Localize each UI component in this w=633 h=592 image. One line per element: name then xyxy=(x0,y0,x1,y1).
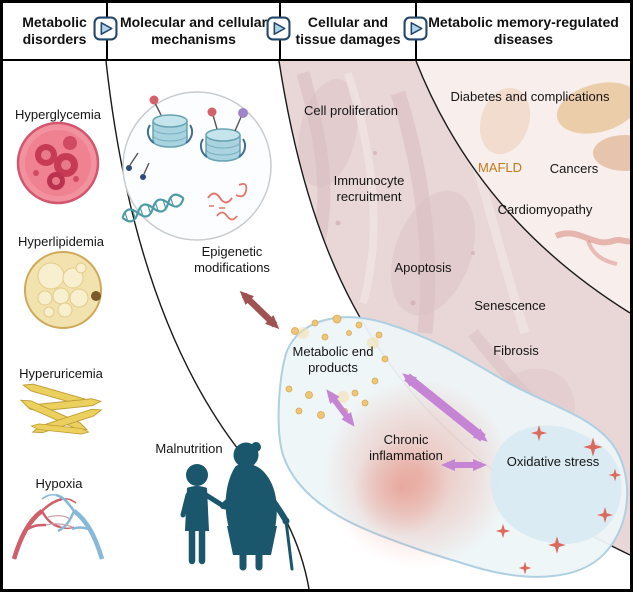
epigenetics-illustration xyxy=(121,91,272,241)
nucleosome-icon xyxy=(146,114,194,148)
oxidative-stress-blob xyxy=(490,425,622,545)
flow-arrow-icon xyxy=(93,16,118,41)
flow-arrow-icon xyxy=(266,16,291,41)
cell-blob xyxy=(277,314,629,578)
label-oxidative-stress: Oxidative stress xyxy=(506,454,600,469)
label-hypoxia: Hypoxia xyxy=(35,476,83,491)
mep-inflammation-arrow xyxy=(326,389,355,427)
methyl-mark-icon xyxy=(207,107,217,117)
label-mafld: MAFLD xyxy=(477,160,523,175)
label-cell-proliferation: Cell proliferation xyxy=(304,103,398,118)
label-apoptosis: Apoptosis xyxy=(394,260,452,275)
label-cardiomyopathy: Cardiomyopathy xyxy=(497,202,593,217)
label-hyperlipidemia: Hyperlipidemia xyxy=(18,234,104,249)
epigenetic-mep-arrow xyxy=(239,290,280,330)
disease-region xyxy=(416,61,630,313)
label-immunocyte-recruitment: Immunocyte recruitment xyxy=(333,173,405,204)
blood-vessels-icon xyxy=(11,493,105,560)
dna-mark-icon xyxy=(126,165,132,171)
label-hyperuricemia: Hyperuricemia xyxy=(19,366,103,381)
organ-illustrations xyxy=(479,82,630,313)
dna-mark-icon xyxy=(140,174,146,180)
label-metabolic-end-products: Metabolic end products xyxy=(292,344,374,375)
header-col-damages: Cellular and tissue damages xyxy=(279,3,415,59)
label-epigenetic-modifications: Epigenetic modifications xyxy=(194,244,270,275)
nucleosome-icon xyxy=(199,128,247,162)
urate-crystals-icon xyxy=(19,381,103,436)
methyl-mark-stems xyxy=(129,102,242,175)
label-diabetes-and-complications: Diabetes and complications xyxy=(450,89,610,104)
label-malnutrition: Malnutrition xyxy=(155,441,223,456)
rna-squiggle-icon xyxy=(207,182,248,221)
label-hyperglycemia: Hyperglycemia xyxy=(15,107,101,122)
mep-oxidative-arrow xyxy=(402,373,488,442)
inflammation-glow xyxy=(353,440,449,536)
label-senescence: Senescence xyxy=(474,298,546,313)
methyl-mark-icon xyxy=(149,95,159,105)
acetyl-mark-icon xyxy=(238,108,248,118)
adipocyte-icon xyxy=(24,251,102,329)
dna-helix-icon xyxy=(121,193,185,223)
people-silhouettes-icon xyxy=(180,442,294,571)
red-blood-cell-icon xyxy=(16,121,100,205)
header-col-mechanisms: Molecular and cellular mechanisms xyxy=(106,3,279,59)
cane-icon xyxy=(284,519,294,571)
label-fibrosis: Fibrosis xyxy=(493,343,539,358)
flow-arrow-icon xyxy=(403,16,428,41)
header-col-metabolic-disorders: Metabolic disorders xyxy=(22,13,87,47)
header-col-diseases: Metabolic memory-regulated diseases xyxy=(415,3,630,59)
boundary-curve-3 xyxy=(415,60,630,314)
label-chronic-inflammation: Chronic inflammation xyxy=(369,432,443,463)
diagram-canvas xyxy=(11,60,630,589)
label-cancers: Cancers xyxy=(549,161,599,176)
